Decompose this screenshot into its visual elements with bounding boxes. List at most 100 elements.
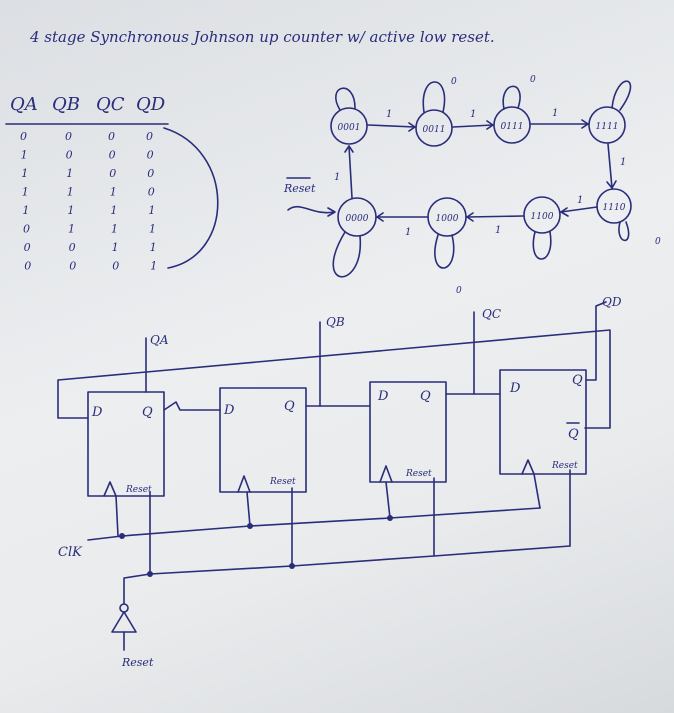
table-cell: 1 bbox=[21, 149, 28, 162]
state-node: 0001 bbox=[330, 107, 368, 145]
clock-triangle bbox=[521, 459, 535, 475]
arrow-head bbox=[327, 207, 336, 217]
d-label: D bbox=[91, 405, 103, 420]
table-cell: 1 bbox=[111, 223, 118, 236]
table-cell: 0 bbox=[108, 130, 115, 143]
table-cell: 1 bbox=[150, 260, 157, 273]
d-label: D bbox=[223, 403, 235, 418]
state-label: 0011 bbox=[423, 125, 446, 135]
table-cell: 1 bbox=[66, 167, 73, 180]
reset-pin-label: Reset bbox=[125, 485, 152, 495]
reset-arrow bbox=[287, 205, 335, 214]
junction bbox=[119, 533, 125, 539]
junction bbox=[387, 515, 393, 521]
table-cell: 1 bbox=[112, 241, 119, 254]
self-loop-label: 0 bbox=[456, 286, 462, 296]
output-label-qa: QA bbox=[150, 333, 169, 347]
table-cell: 0 bbox=[69, 241, 76, 254]
reset-pin-label: Reset bbox=[269, 477, 296, 487]
d-label: D bbox=[377, 389, 389, 404]
transition-arrow bbox=[560, 206, 598, 213]
table-cell: 1 bbox=[150, 241, 157, 254]
table-header-qc: QC bbox=[96, 94, 125, 115]
transition-arrow bbox=[607, 143, 613, 189]
state-label: 1100 bbox=[531, 212, 554, 222]
flipflop-b: D Q Reset QB bbox=[219, 315, 345, 493]
clk-tap-d bbox=[533, 473, 541, 509]
qbar-label: Q bbox=[568, 427, 579, 442]
output-label-qb: QB bbox=[326, 315, 345, 329]
flipflop-a: D Q Reset QA bbox=[87, 333, 169, 497]
state-node: 1000 bbox=[427, 197, 467, 237]
reset-inverter bbox=[111, 603, 137, 651]
feedback-wire bbox=[57, 329, 611, 429]
self-loop-label: 0 bbox=[451, 77, 457, 87]
table-cell: 1 bbox=[22, 186, 29, 199]
transition-label: 1 bbox=[495, 225, 501, 236]
table-cell: 0 bbox=[148, 186, 155, 199]
table-cell: 1 bbox=[21, 167, 28, 180]
transition-arrow bbox=[367, 124, 416, 128]
junction bbox=[289, 563, 295, 569]
table-cell: 0 bbox=[69, 260, 76, 273]
clk-tap-c bbox=[385, 481, 391, 519]
table-cell: 1 bbox=[149, 223, 156, 236]
self-loop bbox=[502, 85, 521, 110]
clock-bus bbox=[87, 507, 541, 541]
q-label: Q bbox=[284, 399, 295, 414]
state-node: 0111 bbox=[493, 106, 531, 144]
table-cell: 0 bbox=[109, 167, 116, 180]
state-diagram: 0001 0011 0111 1111 1110 1100 1000 bbox=[283, 75, 661, 296]
state-label: 0000 bbox=[346, 214, 369, 224]
reset-pin-label: Reset bbox=[405, 469, 432, 479]
state-node: 0011 bbox=[415, 109, 453, 147]
table-cell: 1 bbox=[68, 223, 75, 236]
transition-label: 1 bbox=[577, 195, 583, 206]
reset-label: Reset bbox=[283, 182, 316, 195]
table-cell: 0 bbox=[109, 149, 116, 162]
table-cell: 1 bbox=[67, 204, 74, 217]
table-cell: 0 bbox=[24, 241, 31, 254]
transition-arrow bbox=[348, 145, 353, 199]
table-cell: 1 bbox=[148, 204, 155, 217]
q-label: Q bbox=[572, 373, 583, 388]
self-loop bbox=[335, 87, 356, 111]
state-node: 1111 bbox=[588, 106, 626, 144]
state-node: 1100 bbox=[523, 196, 561, 234]
transition-label: 1 bbox=[334, 172, 340, 183]
transition-label: 1 bbox=[405, 227, 411, 238]
table-header-qa: QA bbox=[10, 94, 38, 115]
flipflop-d: D Q Q Reset QD bbox=[499, 295, 622, 475]
qd-output-wire bbox=[585, 301, 607, 381]
wrap-around-arrow bbox=[163, 127, 219, 269]
q-label: Q bbox=[420, 389, 431, 404]
state-node: 1110 bbox=[596, 188, 632, 224]
state-label: 1110 bbox=[603, 203, 626, 213]
transition-label: 1 bbox=[386, 109, 392, 120]
flipflop-c: D Q Reset QC bbox=[369, 307, 501, 483]
state-node: 0000 bbox=[337, 197, 377, 237]
transition-label: 1 bbox=[620, 157, 626, 168]
table-header-qb: QB bbox=[52, 94, 80, 115]
flipflop-body bbox=[369, 381, 447, 483]
q-label: Q bbox=[142, 405, 153, 420]
junction bbox=[147, 571, 153, 577]
clock-triangle bbox=[237, 475, 251, 493]
table-cell: 0 bbox=[147, 167, 154, 180]
table-cell: 0 bbox=[65, 130, 72, 143]
self-loop bbox=[332, 231, 362, 278]
self-loop bbox=[611, 80, 632, 111]
flipflop-body bbox=[219, 387, 307, 493]
self-loop bbox=[618, 221, 630, 242]
self-loop bbox=[422, 81, 446, 113]
table-header-qd: QD bbox=[136, 94, 166, 115]
transition-label: 1 bbox=[470, 109, 476, 120]
table-cell: 0 bbox=[20, 130, 27, 143]
reset-pin-label: Reset bbox=[551, 461, 578, 471]
table-cell: 1 bbox=[110, 186, 117, 199]
table-cell: 1 bbox=[22, 204, 29, 217]
